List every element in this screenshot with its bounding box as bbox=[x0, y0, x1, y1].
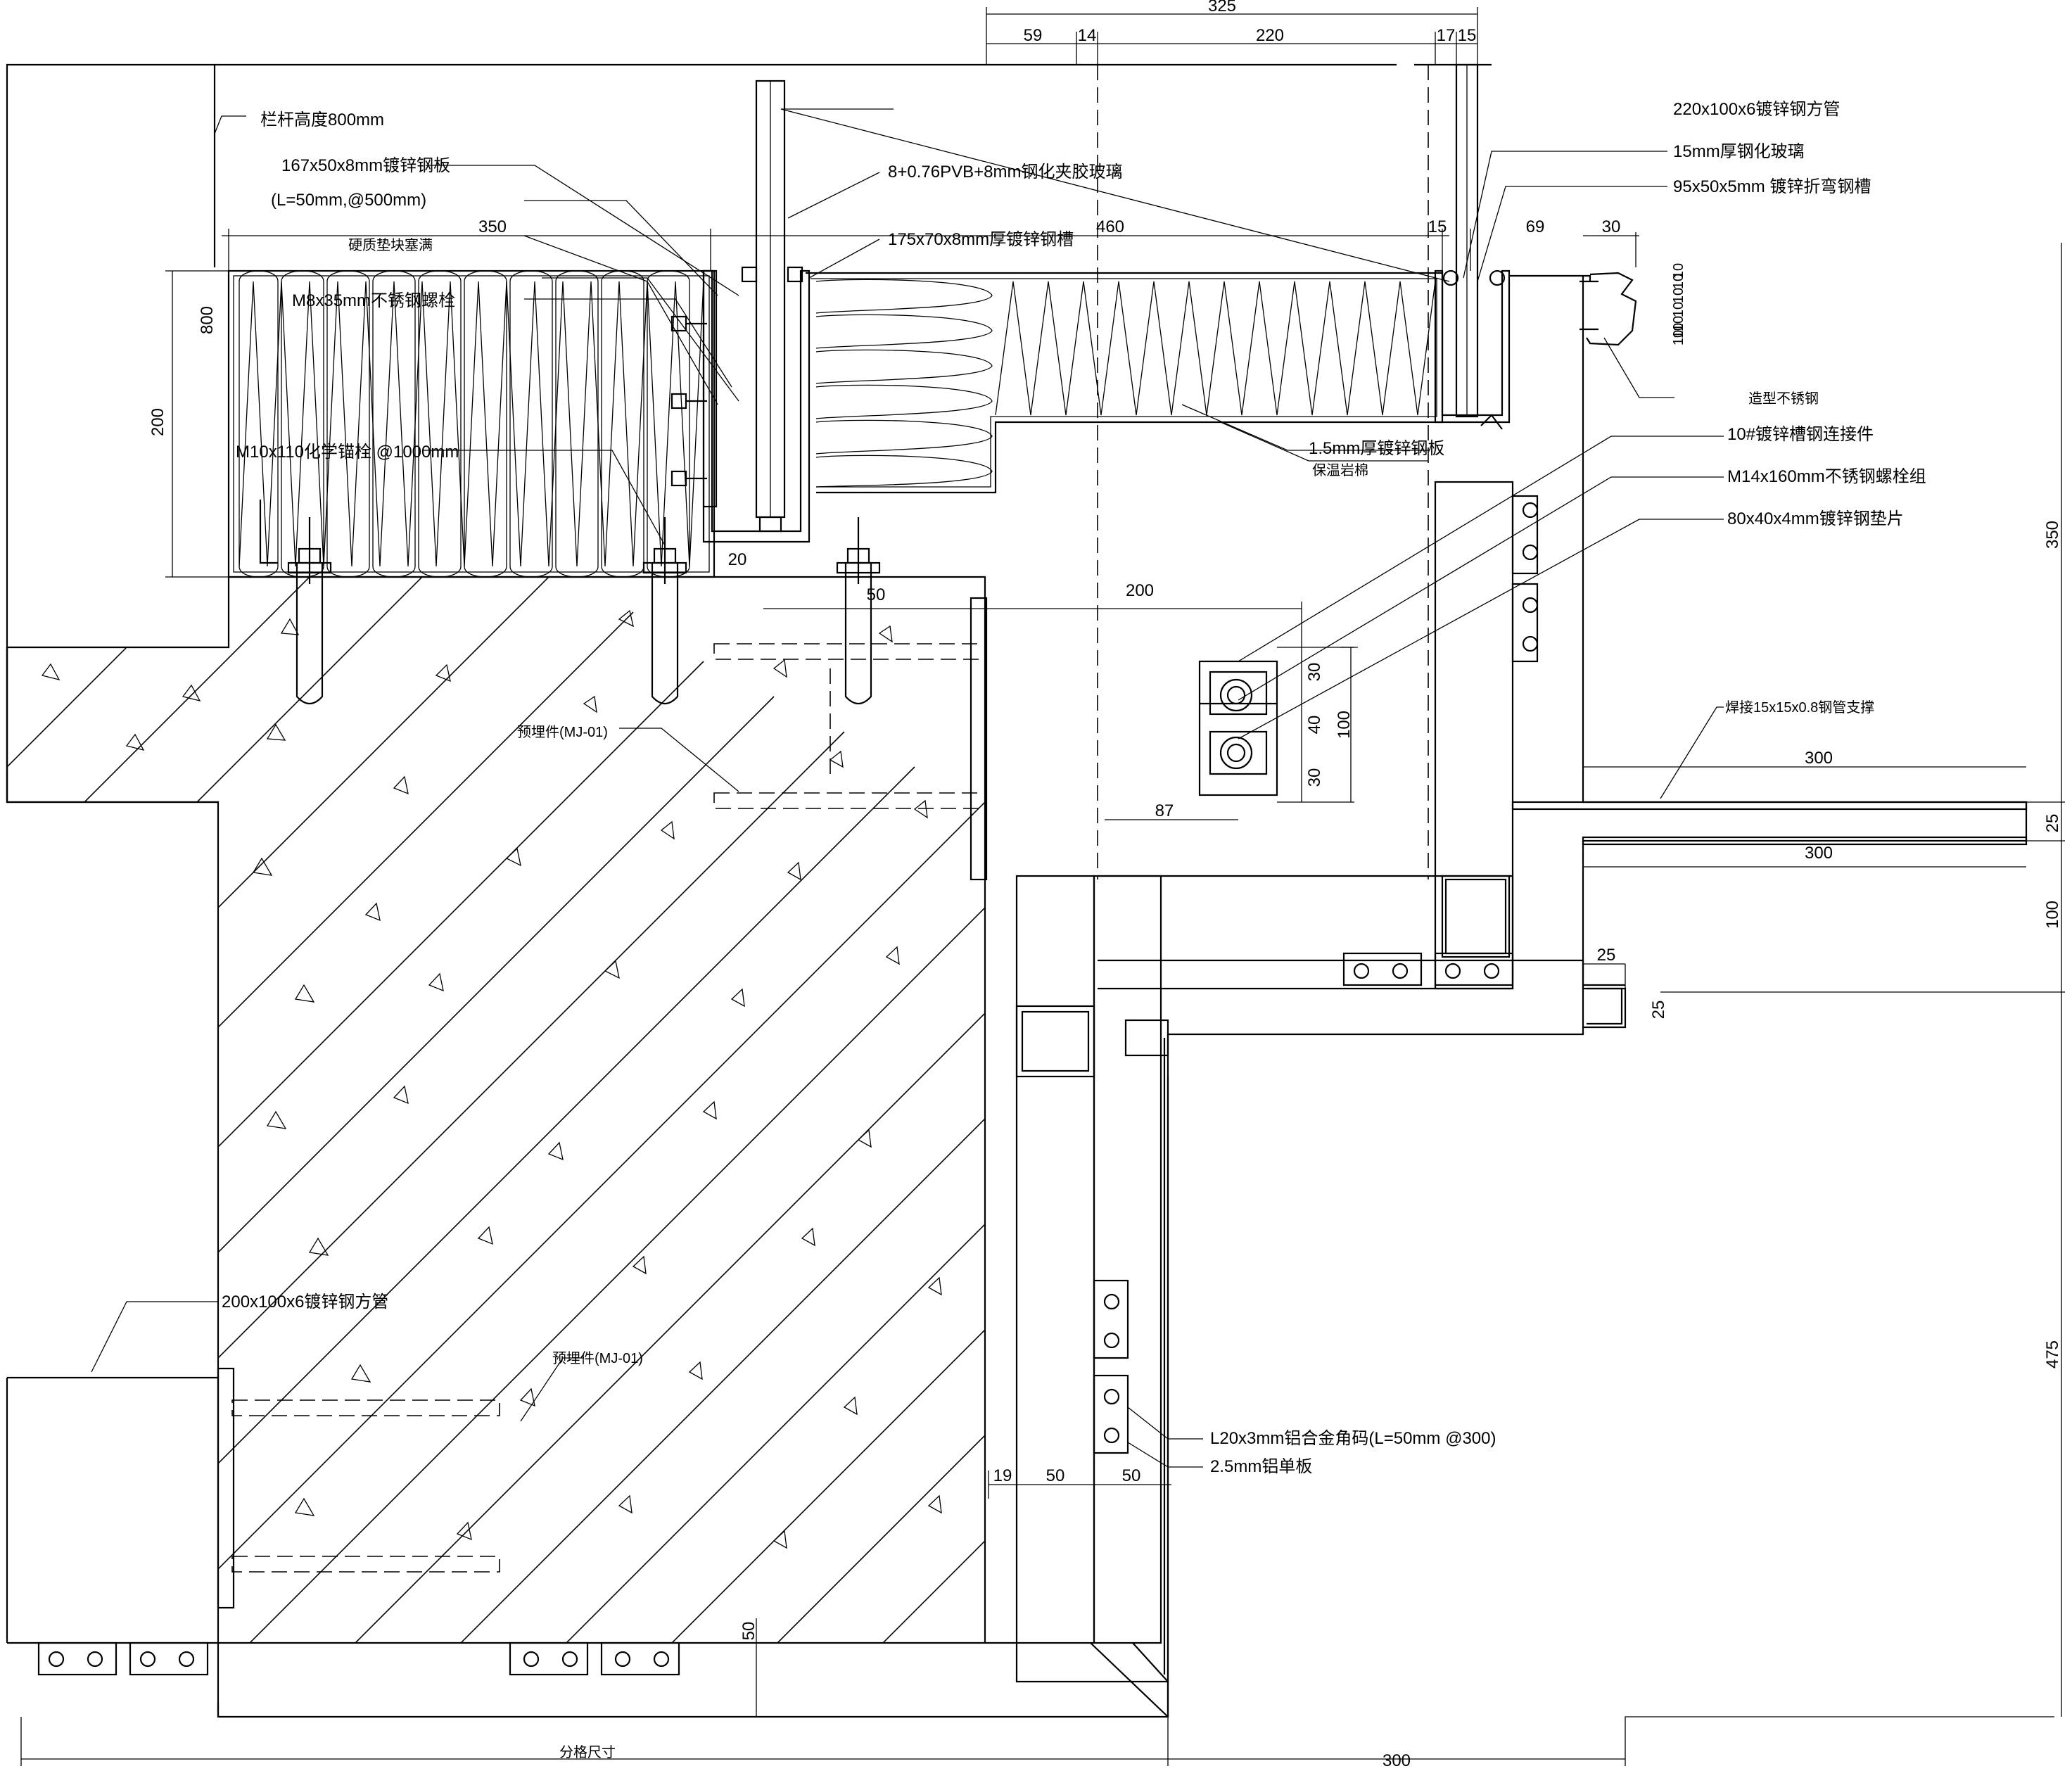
annotation-labels: 栏杆高度800mm 167x50x8mm镀锌钢板 (L=50mm,@500mm)… bbox=[222, 100, 1926, 1476]
bolt-plates bbox=[37, 495, 1539, 1676]
tick-10-2: 10 bbox=[1671, 288, 1686, 303]
building-outline-left bbox=[6, 63, 1492, 1644]
dim-module: 分格尺寸 bbox=[559, 1744, 616, 1760]
dim-right-100: 100 bbox=[2043, 901, 2062, 929]
label-bolt-m14: M14x160mm不锈钢螺栓组 bbox=[1727, 467, 1926, 486]
label-glass-15: 15mm厚钢化玻璃 bbox=[1673, 142, 1805, 161]
steel-frame-right bbox=[217, 481, 1584, 1718]
dim-bracket-30a: 30 bbox=[1305, 663, 1324, 682]
dimension-lines bbox=[20, 7, 2065, 1766]
dim-350: 350 bbox=[478, 217, 507, 236]
stainless-profile bbox=[1509, 272, 1637, 346]
dim-bracket-30b: 30 bbox=[1305, 768, 1324, 787]
dim-bracket-40: 40 bbox=[1305, 716, 1324, 735]
label-glass-laminated: 8+0.76PVB+8mm钢化夹胶玻璃 bbox=[888, 163, 1122, 182]
dim-15: 15 bbox=[1428, 217, 1447, 236]
dim-bottom-19: 19 bbox=[993, 1466, 1012, 1485]
label-embed-2: 预埋件(MJ-01) bbox=[552, 1350, 643, 1366]
label-anchor-m10: M10x110化学锚栓 @1000mm bbox=[236, 443, 459, 462]
dim-right-25a: 25 bbox=[2043, 814, 2062, 833]
dim-right-300c: 300 bbox=[1383, 1751, 1411, 1770]
label-connector-10: 10#镀锌槽钢连接件 bbox=[1727, 425, 1874, 444]
label-tube-200: 200x100x6镀锌钢方管 bbox=[222, 1293, 388, 1312]
dim-bottom-50v: 50 bbox=[739, 1622, 758, 1641]
dim-right-25: 25 bbox=[1597, 946, 1616, 965]
label-bolt-m8: M8x35mm不锈钢螺栓 bbox=[292, 291, 455, 310]
dim-bracket-87: 87 bbox=[1155, 801, 1174, 820]
label-angle-l20: L20x3mm铝合金角码(L=50mm @300) bbox=[1210, 1429, 1496, 1448]
steel-plates-right bbox=[1511, 276, 2028, 1029]
dim-top-17: 17 bbox=[1437, 26, 1456, 45]
dim-bottom-50a: 50 bbox=[1046, 1466, 1065, 1485]
tick-10-7: 10 bbox=[1671, 323, 1686, 338]
dim-69: 69 bbox=[1526, 217, 1545, 236]
dim-top-15: 15 bbox=[1458, 26, 1477, 45]
label-galv-plate-15: 1.5mm厚镀锌钢板 bbox=[1309, 439, 1444, 458]
tick-10-1: 10 bbox=[1671, 274, 1686, 289]
label-weld-support: 焊接15x15x0.8钢管支撑 bbox=[1725, 699, 1874, 716]
label-steel-plate: 167x50x8mm镀锌钢板 bbox=[281, 156, 450, 175]
tick-10-6: 10 bbox=[1671, 263, 1686, 279]
leader-lines bbox=[91, 108, 1724, 1468]
dim-top-14: 14 bbox=[1078, 26, 1097, 45]
label-rock-wool: 保温岩棉 bbox=[1312, 462, 1368, 478]
label-stainless-profile: 造型不锈钢 bbox=[1748, 390, 1819, 407]
tick-10-5: 10 bbox=[1671, 330, 1686, 345]
dim-bracket-200: 200 bbox=[1126, 581, 1154, 600]
dimension-text: 325 59 14 220 17 15 350 460 15 69 30 800… bbox=[148, 0, 2062, 1770]
rock-wool-right bbox=[806, 272, 1444, 494]
dim-50: 50 bbox=[867, 585, 886, 604]
dim-right-25b: 25 bbox=[1649, 1001, 1668, 1020]
guide-lines bbox=[830, 65, 1429, 880]
tick-10-4: 10 bbox=[1671, 316, 1686, 331]
label-railing-height: 栏杆高度800mm bbox=[260, 110, 384, 129]
dim-800: 800 bbox=[198, 306, 217, 334]
label-channel-95: 95x50x5mm 镀锌折弯钢槽 bbox=[1673, 177, 1871, 196]
dim-bottom-50b: 50 bbox=[1122, 1466, 1141, 1485]
label-tube-220: 220x100x6镀锌钢方管 bbox=[1673, 100, 1840, 119]
tick-10-3: 10 bbox=[1671, 302, 1686, 317]
concrete-slab bbox=[6, 576, 986, 1644]
label-embed-1: 预埋件(MJ-01) bbox=[517, 724, 608, 740]
label-alu-panel: 2.5mm铝单板 bbox=[1210, 1457, 1312, 1476]
dim-right-475: 475 bbox=[2043, 1340, 2062, 1369]
dim-200: 200 bbox=[148, 408, 167, 436]
dim-460: 460 bbox=[1096, 217, 1124, 236]
label-washer-80: 80x40x4mm镀锌钢垫片 bbox=[1727, 509, 1904, 528]
dim-right-300a: 300 bbox=[1805, 749, 1833, 768]
dim-30: 30 bbox=[1602, 217, 1621, 236]
dim-right-300b: 300 bbox=[1805, 844, 1833, 863]
label-hard-pad: 硬质垫块塞满 bbox=[348, 237, 433, 253]
embed-plates bbox=[217, 597, 988, 1609]
bracket-m14 bbox=[1198, 660, 1278, 796]
dim-top-220: 220 bbox=[1256, 26, 1284, 45]
dim-right-350: 350 bbox=[2043, 521, 2062, 549]
dim-top-overall: 325 bbox=[1208, 0, 1236, 15]
dim-bracket-100: 100 bbox=[1335, 711, 1354, 739]
label-steel-plate-spec: (L=50mm,@500mm) bbox=[271, 191, 426, 210]
dim-20: 20 bbox=[728, 550, 747, 569]
glass-and-channels bbox=[702, 63, 1511, 543]
label-channel-175: 175x70x8mm厚镀锌钢槽 bbox=[888, 230, 1074, 249]
dim-top-59: 59 bbox=[1024, 26, 1043, 45]
parapet-insulation-box bbox=[227, 269, 716, 578]
